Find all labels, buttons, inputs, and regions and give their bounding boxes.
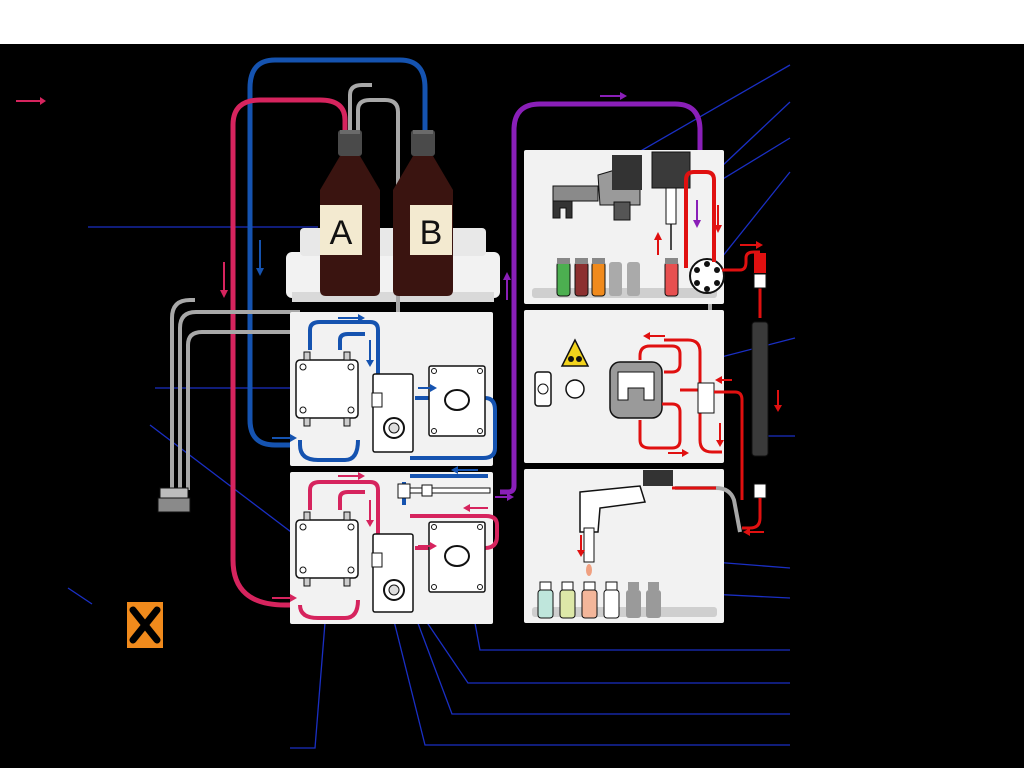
bottle-b-label: B <box>420 214 443 252</box>
waste-connector <box>157 487 191 513</box>
waste-bundle <box>170 298 195 490</box>
pump-b-module <box>272 312 497 466</box>
pump-a-module <box>272 466 514 624</box>
mixed-flow-tube <box>500 101 703 495</box>
solvent-b-tube <box>247 57 428 448</box>
uv-warning-icon <box>560 338 590 367</box>
detector-module <box>524 310 744 500</box>
purge-tube-1 <box>348 83 372 133</box>
autosampler-module <box>524 150 725 304</box>
solvent-bottle-a: A <box>320 130 380 296</box>
lamp-icon <box>534 371 552 407</box>
waste-bundle-3 <box>186 330 300 490</box>
mixed-flow-arrow <box>600 92 627 100</box>
sample-vials <box>556 258 679 297</box>
purge-tube-2 <box>356 98 400 420</box>
bottle-a-label: A <box>330 214 353 252</box>
fraction-collector-module <box>524 469 742 623</box>
collection-vials <box>537 581 661 619</box>
solvent-bottle-b: B <box>393 130 453 296</box>
mixed-flow-up-arrow <box>503 272 511 300</box>
legend-flow-arrow <box>16 97 46 105</box>
column-tubing <box>722 241 782 536</box>
solvent-a-tube <box>230 97 348 608</box>
top-white-band <box>0 0 1024 44</box>
solvent-b-down-arrow <box>256 240 264 276</box>
solvent-a-down-arrow <box>220 262 228 298</box>
harmful-x-icon <box>127 602 163 648</box>
hplc-column <box>751 321 769 457</box>
waste-bundle-2 <box>178 310 300 490</box>
